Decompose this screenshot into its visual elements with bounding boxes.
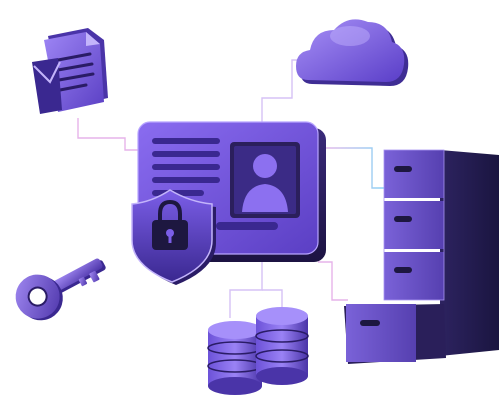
card-text-lines [152,138,220,196]
database-stack-left [207,321,263,395]
line-card-to-database [229,262,263,318]
database-stack-icon [207,307,309,395]
line-card-to-database-2 [262,289,283,312]
line-card-to-cloud [261,59,305,122]
shield-lock-icon [131,189,216,285]
database-stack-right [255,307,309,385]
connection-lines [77,59,385,318]
line-card-to-cabinet-lower [318,261,348,301]
user-avatar-icon [230,142,300,218]
cloud-icon [296,19,409,86]
lock-shackle [158,199,182,222]
cabinet-drawer-1 [384,150,444,198]
document-stack-icon [32,28,108,114]
filing-cabinet-icon [344,149,499,364]
cabinet-drawer-3 [384,252,444,300]
cabinet-drawer-4-open [344,304,446,364]
key-icon [15,258,106,321]
line-card-to-cabinet [322,147,385,189]
cabinet-drawer-2 [384,201,444,249]
line-card-to-document [77,118,140,151]
